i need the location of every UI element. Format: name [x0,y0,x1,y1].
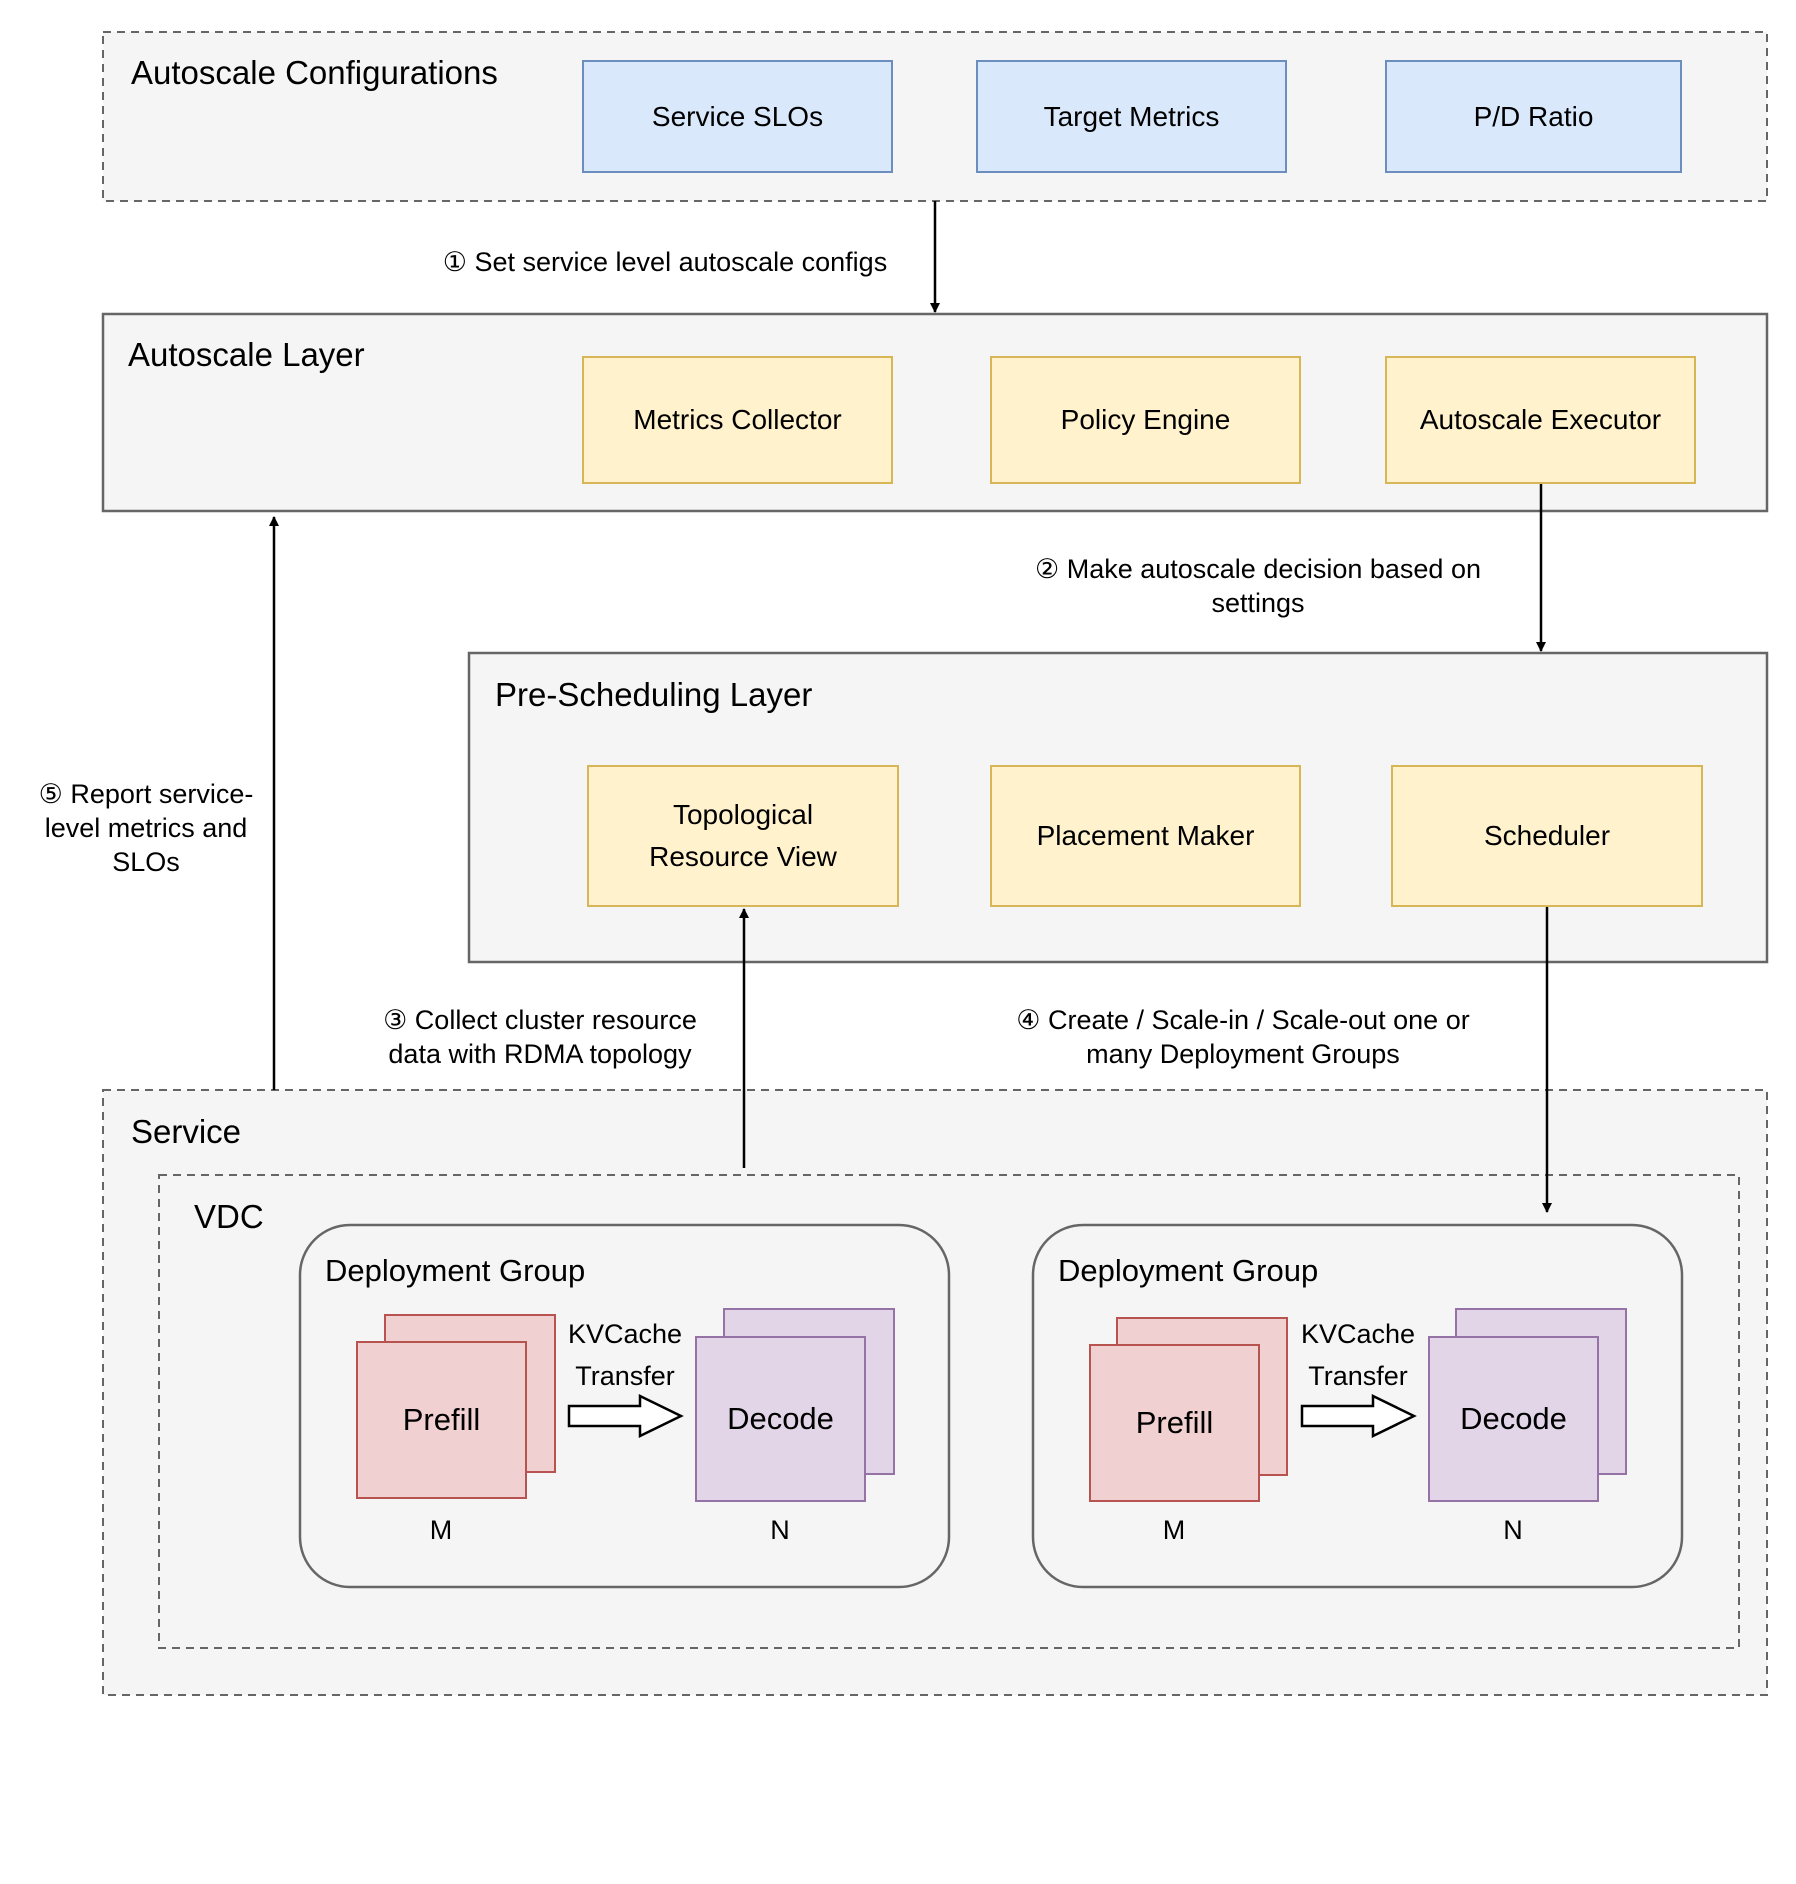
decode-count-2: N [1503,1515,1523,1545]
step3-label: ③ Collect cluster resource data with RDM… [383,1005,697,1069]
decode-count-1: N [770,1515,790,1545]
prefill-card-2: Prefill [1089,1344,1260,1502]
autoscale-layer-title: Autoscale Layer [128,336,365,373]
decode-card-2: Decode [1428,1336,1599,1502]
metrics-collector-box: Metrics Collector [582,356,893,484]
transfer-label-1: Transfer [575,1361,675,1391]
target-metrics-box: Target Metrics [976,60,1287,173]
scheduler-box: Scheduler [1391,765,1703,907]
autoscale-executor-box: Autoscale Executor [1385,356,1696,484]
prefill-count-2: M [1162,1515,1186,1545]
pre-scheduling-layer-title: Pre-Scheduling Layer [495,676,813,713]
placement-maker-box: Placement Maker [990,765,1301,907]
pd-ratio-box: P/D Ratio [1385,60,1682,173]
step4-label: ④ Create / Scale-in / Scale-out one or m… [1016,1005,1470,1069]
autoscale-configurations-title: Autoscale Configurations [131,54,498,91]
service-slos-box: Service SLOs [582,60,893,173]
step1-label: ① Set service level autoscale configs [442,247,888,277]
transfer-label-2: Transfer [1308,1361,1408,1391]
policy-engine-box: Policy Engine [990,356,1301,484]
decode-card-1: Decode [695,1336,866,1502]
vdc-title: VDC [194,1198,264,1235]
kvcache-label-1: KVCache [567,1319,683,1349]
step2-label: ② Make autoscale decision based on setti… [1035,554,1481,618]
prefill-count-1: M [429,1515,453,1545]
deployment-group-title-2: Deployment Group [1058,1253,1319,1288]
deployment-group-title-1: Deployment Group [325,1253,586,1288]
step5-label: ⑤ Report service-level metrics and SLOs [38,779,254,877]
service-title: Service [131,1113,242,1150]
kvcache-transfer-arrow-1 [567,1393,684,1439]
prefill-card-1: Prefill [356,1341,527,1499]
kvcache-transfer-arrow-2 [1300,1393,1417,1439]
kvcache-label-2: KVCache [1300,1319,1416,1349]
topological-resource-view-box: Topological Resource View [587,765,899,907]
